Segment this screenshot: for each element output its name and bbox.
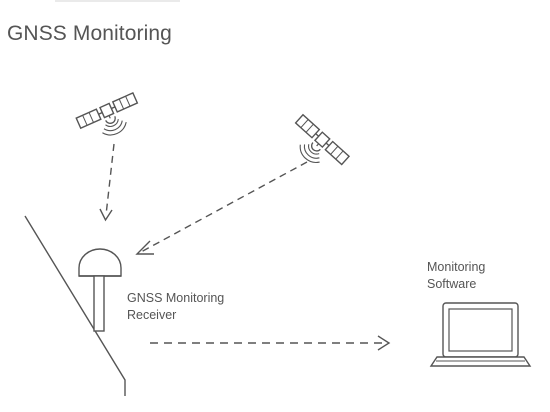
page-title: GNSS Monitoring (7, 22, 172, 45)
signal-arrow (99, 143, 115, 222)
satellite-icon (75, 92, 147, 147)
laptop-icon (429, 302, 532, 367)
slope-line (24, 215, 126, 396)
software-label: Monitoring Software (427, 259, 485, 293)
software-label-line1: Monitoring (427, 260, 486, 274)
receiver-label-line1: GNSS Monitoring (127, 291, 225, 305)
signal-arrow (135, 161, 308, 255)
receiver-label: GNSS Monitoring Receiver (127, 290, 224, 324)
antenna-dome-icon (78, 248, 122, 332)
data-link-arrow (150, 335, 391, 351)
software-label-line2: Software (427, 277, 477, 291)
top-divider (55, 0, 180, 2)
receiver-label-line2: Receiver (127, 308, 177, 322)
